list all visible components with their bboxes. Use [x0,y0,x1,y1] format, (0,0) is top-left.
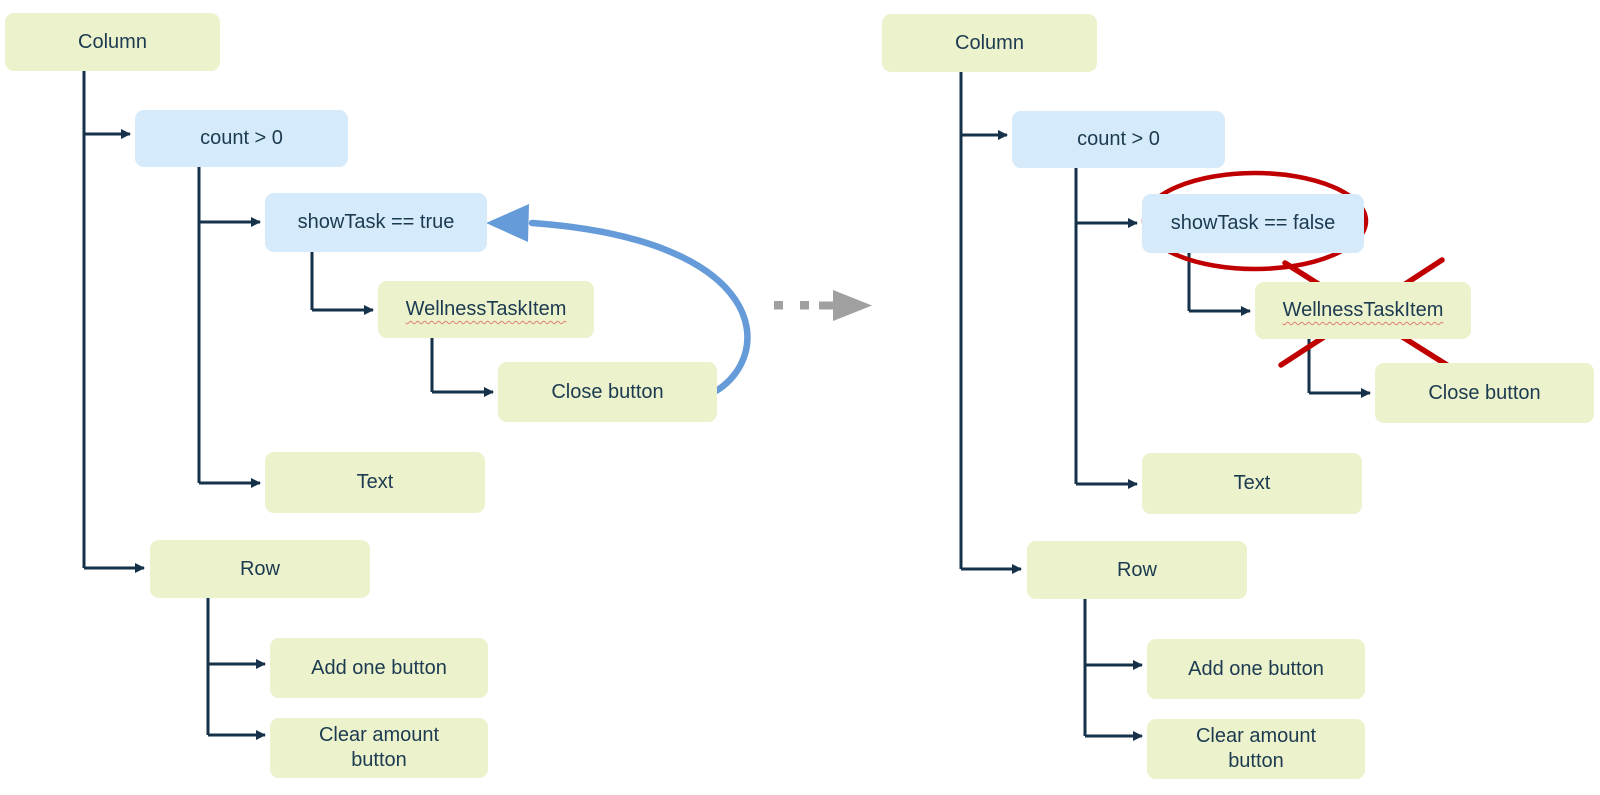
right-node-showtask-condition: showTask == false [1142,194,1364,253]
left-node-count-condition: count > 0 [135,110,348,167]
transition-dot [774,301,783,310]
recompose-arrow-icon [486,204,751,395]
right-node-text: Text [1142,453,1362,514]
right-node-showtask-condition-label: showTask == false [1170,212,1336,234]
right-node-add-one-button: Add one button [1147,639,1365,699]
right-node-count-condition-label: count > 0 [1077,128,1160,150]
transition-dash [819,301,835,310]
right-node-close-button-label: Close button [1428,381,1541,404]
left-node-text: Text [265,452,485,513]
left-node-showtask-condition-label: showTask == true [297,211,455,233]
left-node-clear-amount-button-label: Clear amount button [318,724,440,771]
left-node-close-button: Close button [498,362,717,422]
transition-arrow-icon [774,290,872,321]
left-node-showtask-condition: showTask == true [265,193,487,252]
left-node-row: Row [150,540,370,598]
left-node-add-one-button-label: Add one button [311,656,447,679]
right-node-wellness-task-item-label: WellnessTaskItem [1282,299,1444,321]
left-node-text-label: Text [356,471,394,493]
left-node-wellness-task-item: WellnessTaskItem [378,281,594,338]
left-node-add-one-button: Add one button [270,638,488,698]
left-node-column: Column [5,13,220,71]
right-node-add-one-button-label: Add one button [1188,657,1324,680]
right-node-row-label: Row [1116,558,1157,581]
left-node-clear-amount-button: Clear amount button [270,718,488,778]
right-node-count-condition: count > 0 [1012,111,1225,168]
left-node-count-condition-label: count > 0 [200,127,283,149]
left-node-row-label: Row [239,557,280,580]
left-tree-connectors [82,71,494,740]
right-node-column-label: Column [955,31,1024,54]
transition-dot [800,301,809,310]
right-node-row: Row [1027,541,1247,599]
right-node-text-label: Text [1233,472,1271,494]
left-node-close-button-label: Close button [551,380,664,403]
right-tree-connectors [959,72,1371,741]
recompose-arrow-curve [528,219,751,395]
right-node-close-button: Close button [1375,363,1594,423]
transition-arrowhead [833,290,872,321]
recompose-arrowhead [486,204,529,242]
right-node-wellness-task-item: WellnessTaskItem [1255,282,1471,339]
right-node-column: Column [882,14,1097,72]
right-node-clear-amount-button: Clear amount button [1147,719,1365,779]
left-node-wellness-task-item-label: WellnessTaskItem [405,298,567,320]
left-node-column-label: Column [78,30,147,53]
right-node-clear-amount-button-label: Clear amount button [1195,725,1317,772]
